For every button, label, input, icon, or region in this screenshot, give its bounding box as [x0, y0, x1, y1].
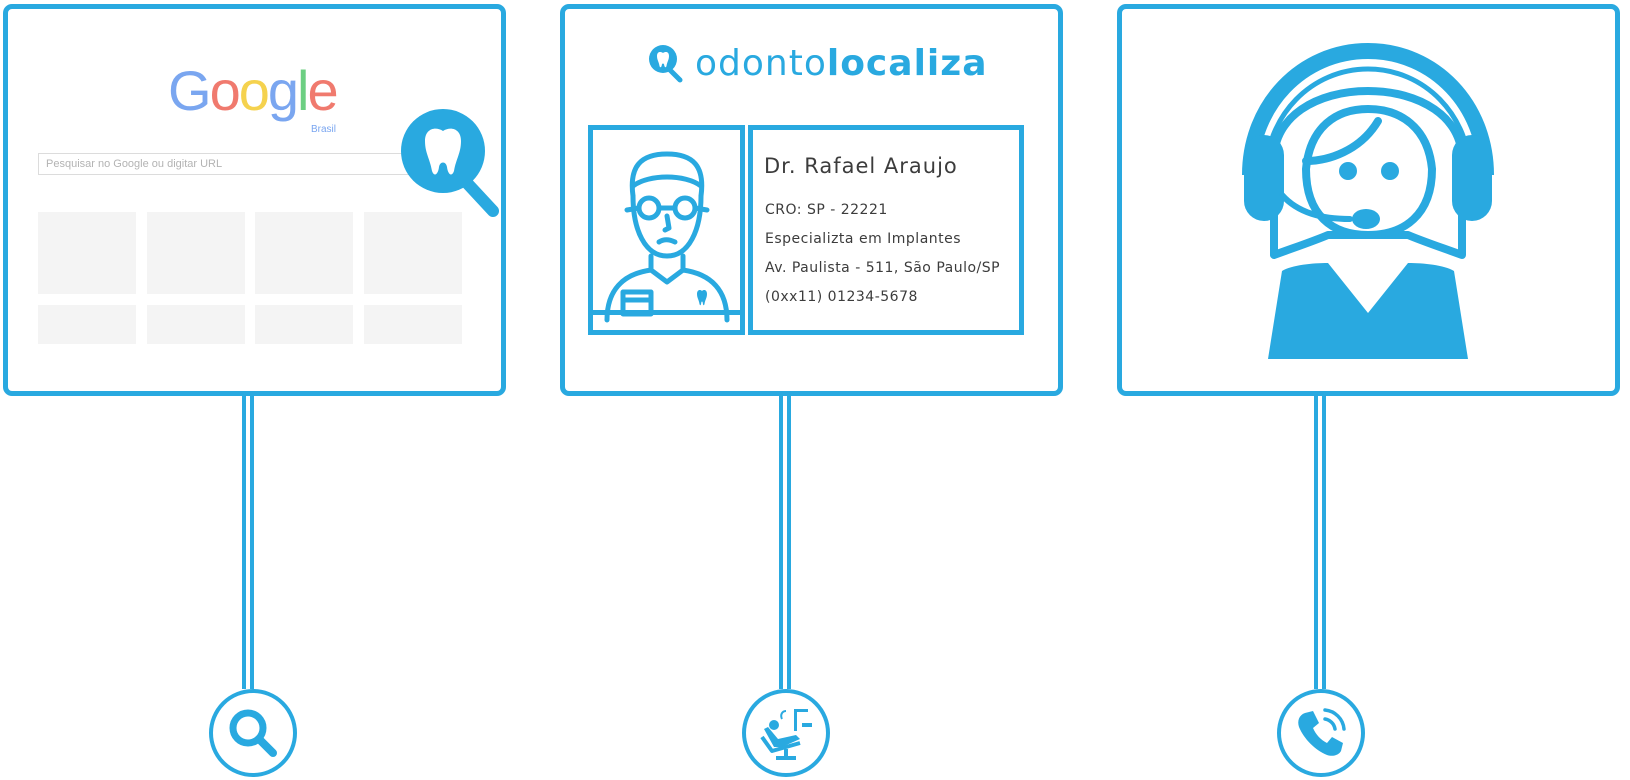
google-search-panel: Google Brasil Pesquisar no Google ou dig… [3, 4, 506, 396]
doctor-cro: CRO: SP - 22221 [765, 202, 888, 218]
dental-chair-badge[interactable] [742, 689, 830, 777]
brand-name: odontolocaliza [695, 43, 988, 84]
shortcut-tile[interactable] [38, 212, 136, 294]
google-logo-region: Brasil [311, 124, 337, 135]
connector-line [242, 396, 254, 689]
odontolocaliza-logo: odontolocaliza [649, 45, 988, 83]
doctor-specialty: Especializta em Implantes [765, 231, 962, 247]
doctor-photo [588, 125, 745, 335]
tooth-magnifier-icon [401, 109, 499, 217]
doctor-info-card: Dr. Rafael Araujo CRO: SP - 22221 Especi… [748, 125, 1024, 335]
search-icon [229, 709, 277, 757]
headset-agent-icon [1242, 42, 1494, 359]
shortcut-tile[interactable] [255, 305, 353, 344]
phone-badge[interactable] [1277, 689, 1365, 777]
dental-chair-icon [760, 709, 812, 760]
support-agent-panel [1117, 4, 1620, 396]
phone-call-icon [1298, 708, 1346, 756]
doctor-name: Dr. Rafael Araujo [764, 154, 958, 178]
dentist-profile-panel: odontolocaliza Dr. [560, 4, 1063, 396]
search-input[interactable]: Pesquisar no Google ou digitar URL [38, 153, 418, 175]
google-logo: Google [168, 59, 339, 122]
tooth-search-logo-icon [649, 45, 683, 83]
shortcut-tile[interactable] [255, 212, 353, 294]
search-badge[interactable] [209, 689, 297, 777]
connector-line [779, 396, 791, 689]
doctor-phone: (0xx11) 01234-5678 [765, 289, 918, 305]
shortcut-tile[interactable] [364, 305, 462, 344]
doctor-address: Av. Paulista - 511, São Paulo/SP [765, 260, 1001, 276]
shortcut-tile[interactable] [38, 305, 136, 344]
doctor-avatar-icon [593, 151, 740, 323]
shortcut-tile[interactable] [147, 305, 245, 344]
shortcut-tile[interactable] [147, 212, 245, 294]
shortcut-tile[interactable] [364, 212, 462, 294]
connector-line [1314, 396, 1326, 689]
